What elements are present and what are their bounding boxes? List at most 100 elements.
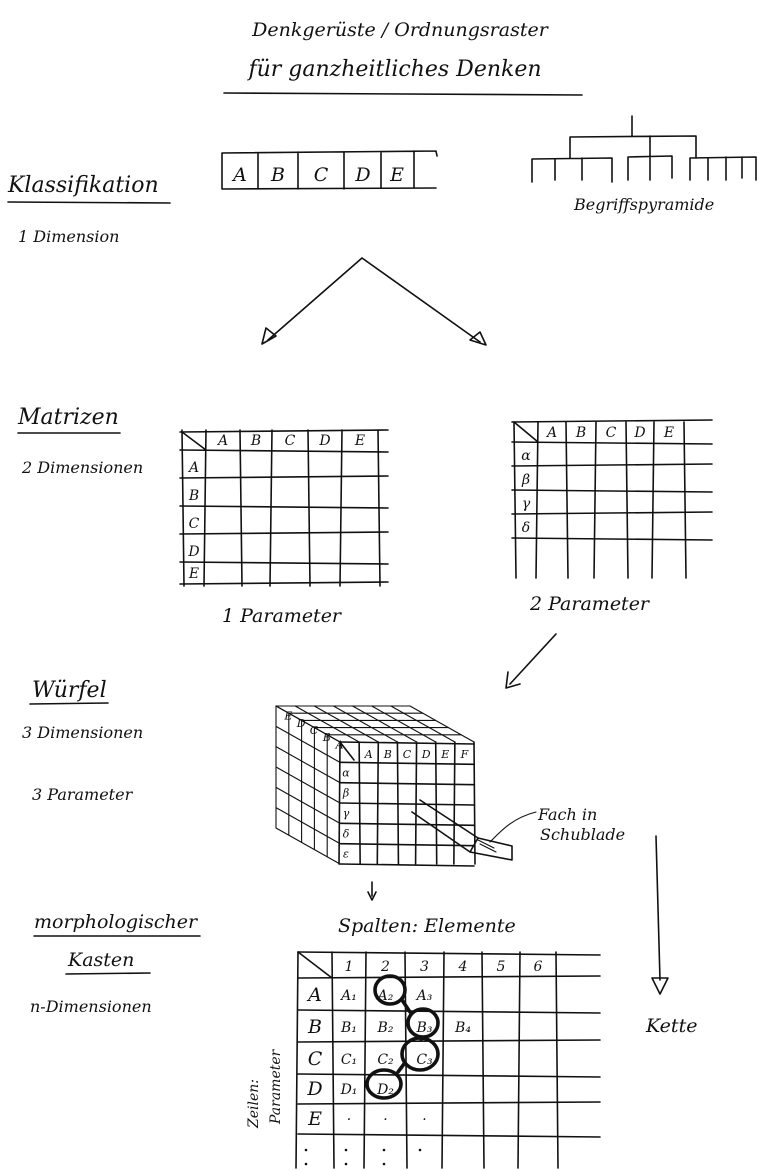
- matrix-col-header: A: [216, 433, 228, 449]
- cube-top-label: E: [283, 710, 292, 723]
- class-box-d: D: [354, 164, 370, 186]
- matrix-col-header: B: [250, 433, 261, 449]
- chain-arrow: [651, 835, 669, 995]
- morph-cell: A₁: [339, 988, 357, 1004]
- cube-front-row-label: β: [342, 787, 349, 800]
- cube-front-col-label: B: [383, 748, 392, 761]
- chain-label: Kette: [645, 1015, 697, 1037]
- matrix-col-line: [625, 421, 629, 579]
- morph-row-letter: E: [307, 1108, 322, 1130]
- matrix-row-line: [179, 449, 389, 453]
- morph-cell: B₄: [454, 1020, 471, 1036]
- cube-front-row: [339, 822, 475, 827]
- morph-col-line: [441, 951, 445, 1169]
- matrix-col-header: C: [606, 425, 617, 441]
- morph-col-line: [555, 951, 559, 1169]
- classification-title: Klassifikation: [7, 173, 159, 198]
- morph-row-line: [297, 951, 601, 956]
- morph-col-number: 4: [458, 959, 468, 975]
- matrix-corner-diagonal: [181, 431, 207, 451]
- matrix-row-header: E: [188, 566, 199, 582]
- morph-ellipsis-dot: [344, 1162, 348, 1166]
- matrices-title: Matrizen: [17, 405, 119, 430]
- morph-corner-diagonal: [297, 951, 333, 979]
- cube-front-row: [339, 863, 475, 867]
- cube-front-row-label: α: [342, 766, 350, 779]
- cube-front-col: [414, 741, 418, 865]
- morph-dimension: n-Dimensionen: [30, 997, 152, 1016]
- cube-front-col-label: C: [403, 748, 412, 761]
- matrix-row-line: [179, 505, 389, 509]
- matrix-col-line: [239, 429, 243, 587]
- matrix-corner-diagonal: [513, 421, 539, 443]
- drawer-compartment-hatch: [477, 839, 497, 853]
- morph-col-number: 2: [380, 959, 390, 975]
- cube-top-label: D: [296, 717, 306, 730]
- cube-front-col: [453, 741, 456, 865]
- matrix-col-header: D: [633, 425, 645, 441]
- matrix-row-header: C: [189, 516, 200, 532]
- matrix-row-line: [511, 511, 713, 515]
- matrix-col-header: C: [285, 433, 296, 449]
- morph-cell: B₁: [340, 1020, 357, 1036]
- arrow-to-morph: [367, 881, 377, 901]
- cube-side-depth: [275, 766, 341, 804]
- cube-top-depth: [313, 705, 379, 743]
- matrix1-label: 1 Parameter: [222, 605, 343, 627]
- matrix2-label: 2 Parameter: [529, 593, 651, 615]
- morph-col-line: [295, 951, 299, 1169]
- cube-front-row: [339, 842, 475, 847]
- morph-row-line: [297, 1073, 601, 1078]
- cube-side-depth: [275, 705, 341, 743]
- morph-ellipsis-dot: [304, 1162, 308, 1166]
- arrow-to-cube: [505, 633, 557, 689]
- rows-label-2: Parameter: [268, 1048, 284, 1125]
- cube-front-col-label: F: [460, 748, 469, 761]
- morph-row-line: [297, 1039, 601, 1043]
- cube-front-row: [339, 781, 475, 786]
- morph-cell: ·: [383, 1112, 387, 1128]
- matrix-row-line: [179, 429, 389, 433]
- cube-front-col: [396, 741, 400, 865]
- morph-ellipsis-dot: [418, 1148, 422, 1152]
- cube-drawer: [411, 799, 513, 861]
- matrix-row-line: [511, 441, 713, 445]
- matrix-row-header: D: [187, 544, 199, 560]
- cube-dimension: 3 Dimensionen: [22, 723, 143, 742]
- morph-col-line: [517, 951, 521, 1169]
- cube-title: Würfel: [32, 678, 107, 703]
- morph-title-1: morphologischer: [34, 911, 199, 933]
- drawer-pointer: [489, 811, 537, 843]
- morph-row-letter: C: [308, 1048, 323, 1070]
- morph-cell: C₃: [416, 1052, 433, 1068]
- matrix-row-header: δ: [522, 520, 530, 536]
- morph-row-line: [297, 1009, 601, 1014]
- matrix-col-header: E: [663, 425, 674, 441]
- matrix-col-line: [683, 421, 687, 579]
- matrix-col-header: D: [318, 433, 330, 449]
- class-box-a: A: [231, 164, 247, 186]
- matrix-col-line: [269, 429, 273, 587]
- matrix-row-line: [511, 419, 713, 423]
- matrix-col-line: [565, 421, 569, 579]
- cube-top-label: A: [335, 738, 344, 751]
- matrix-row-line: [511, 489, 713, 493]
- matrix-row-header: β: [521, 472, 530, 488]
- morph-ellipsis-dot: [344, 1148, 348, 1152]
- morph-col-number: 6: [534, 959, 543, 975]
- morph-cell: A₃: [415, 988, 433, 1004]
- matrix-col-line: [513, 421, 517, 579]
- header-line-1: Denkgerüste / Ordnungsraster: [251, 19, 550, 41]
- morph-row-letter: D: [306, 1078, 322, 1100]
- cube-top-depth: [352, 705, 418, 743]
- matrices-dimension: 2 Dimensionen: [21, 458, 143, 477]
- morph-cell: D₁: [340, 1082, 358, 1098]
- chain-connector: [396, 998, 423, 1074]
- class-box-e: E: [389, 164, 404, 186]
- cube-top-depth: [409, 705, 475, 743]
- cube-side-depth: [275, 827, 341, 865]
- matrix-row-header: A: [187, 460, 199, 476]
- cube-front-col-label: E: [440, 748, 449, 761]
